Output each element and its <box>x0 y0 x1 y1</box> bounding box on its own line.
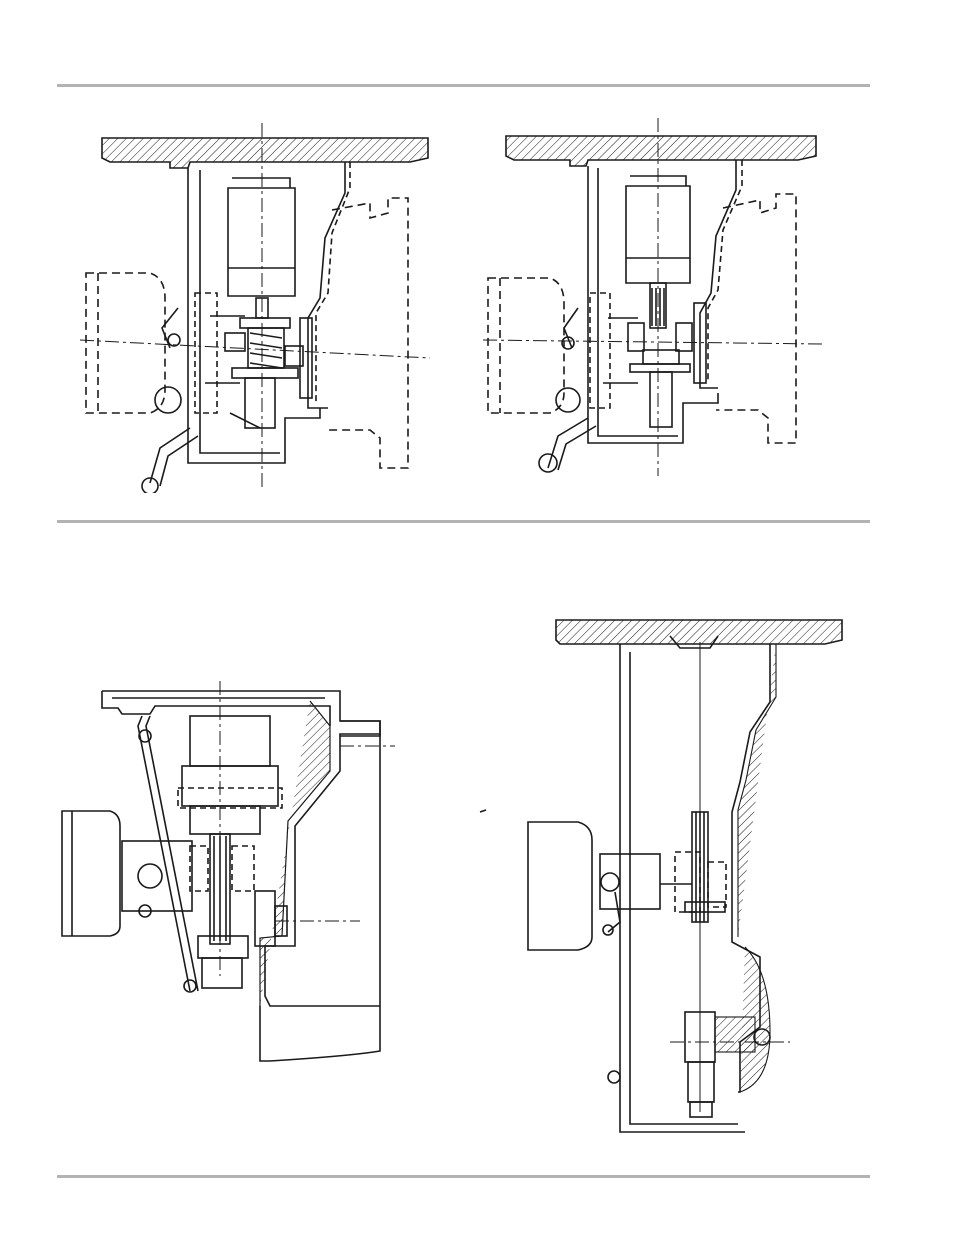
figure-bottom-left <box>50 676 410 1076</box>
bottom-rule <box>57 1175 870 1178</box>
gearbox-section-drawing-icon <box>70 118 440 493</box>
middle-rule <box>57 520 870 523</box>
figure-top-left <box>70 118 440 493</box>
gearbox-section-drawing-icon <box>478 118 838 478</box>
gearbox-section-drawing-icon <box>50 676 410 1076</box>
gearbox-section-drawing-icon <box>470 612 870 1152</box>
figure-top-right <box>478 118 838 478</box>
top-rule <box>57 84 870 87</box>
figure-bottom-right <box>470 612 870 1152</box>
